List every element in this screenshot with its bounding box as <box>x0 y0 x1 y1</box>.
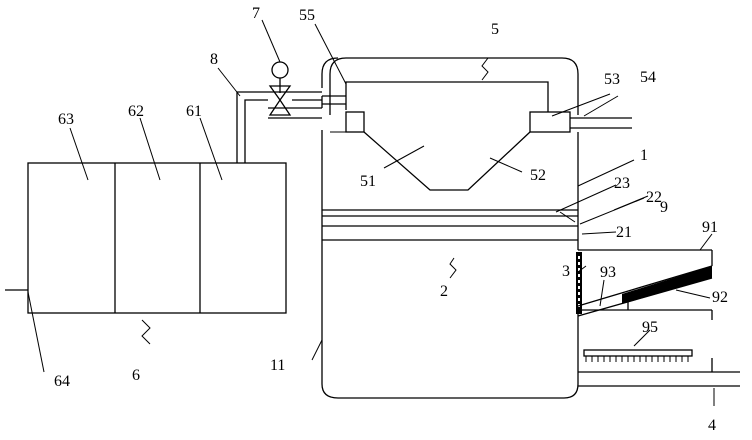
label-21: 21 <box>616 224 632 241</box>
label-54: 54 <box>640 69 656 86</box>
outlet-pipe-54 <box>570 117 632 129</box>
label-9: 9 <box>660 199 668 216</box>
heater-95 <box>583 349 693 362</box>
label-61: 61 <box>186 103 202 120</box>
label-6: 6 <box>132 367 140 384</box>
label-53: 53 <box>604 71 620 88</box>
valve-7 <box>268 61 292 116</box>
inclined-plate <box>577 265 713 317</box>
label-1: 1 <box>640 147 648 164</box>
box-6 <box>5 162 287 314</box>
label-95: 95 <box>642 319 658 336</box>
filter-layers <box>322 209 578 241</box>
label-2: 2 <box>440 283 448 300</box>
drain-pipe-4 <box>578 371 740 387</box>
label-8: 8 <box>210 51 218 68</box>
mesh-3 <box>576 252 582 314</box>
label-62: 62 <box>128 103 144 120</box>
label-7: 7 <box>252 5 260 22</box>
label-63: 63 <box>58 111 74 128</box>
upper-cover <box>345 81 549 112</box>
label-22: 22 <box>646 189 662 206</box>
label-92: 92 <box>712 289 728 306</box>
label-52: 52 <box>530 167 546 184</box>
label-5: 5 <box>491 21 499 38</box>
label-55: 55 <box>299 7 315 24</box>
label-51: 51 <box>360 173 376 190</box>
labels: 7 55 5 8 53 54 63 62 61 1 51 52 23 22 9 … <box>54 5 728 434</box>
label-23: 23 <box>614 175 630 192</box>
main-tank <box>321 57 579 399</box>
label-4: 4 <box>708 417 716 434</box>
leader-lines <box>27 19 715 406</box>
label-64: 64 <box>54 373 70 390</box>
label-11: 11 <box>270 357 285 374</box>
label-93: 93 <box>600 264 616 281</box>
label-3: 3 <box>562 263 570 280</box>
label-91: 91 <box>702 219 718 236</box>
